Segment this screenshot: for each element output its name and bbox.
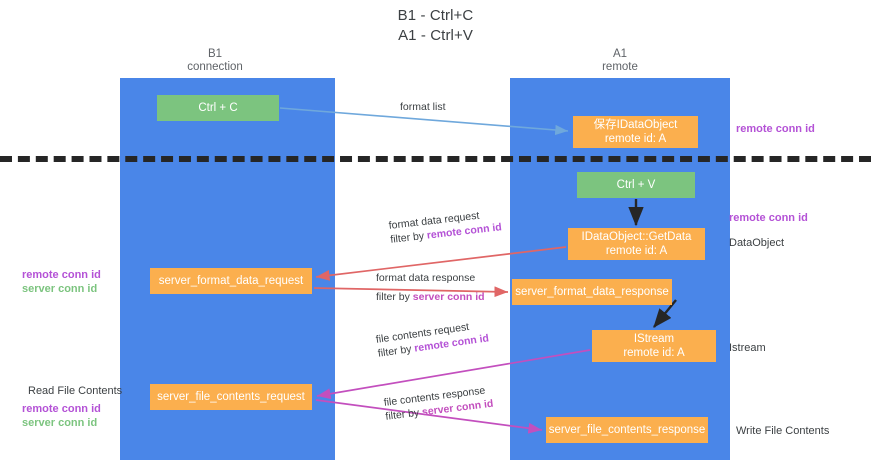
caption-left-conn-ids-2: remote conn id server conn id [22, 402, 101, 430]
node-server-file-contents-response[interactable]: server_file_contents_response [546, 417, 708, 443]
caption-dataobject: DataObject [729, 236, 784, 250]
caption-read-file-contents: Read File Contents [28, 384, 122, 398]
node-istream[interactable]: IStream remote id: A [592, 330, 716, 362]
filter-key-server-conn-id: server conn id [412, 291, 485, 303]
node-server-file-contents-request[interactable]: server_file_contents_request [150, 384, 312, 410]
caption-left-conn-ids-1: remote conn id server conn id [22, 268, 101, 296]
node-save-idataobject[interactable]: 保存IDataObject remote id: A [573, 116, 698, 148]
edge-label-format-data-response: format data response filter by server co… [376, 271, 485, 304]
edge-label-file-contents-request: file contents request filter by remote c… [375, 317, 490, 360]
edge-label-format-data-request: format data request filter by remote con… [388, 206, 502, 247]
caption-server-conn-id-text: server conn id [22, 417, 98, 429]
caption-remote-conn-id-text: remote conn id [729, 212, 808, 224]
title-line-1: B1 - Ctrl+C [397, 7, 474, 24]
node-server-format-data-request[interactable]: server_format_data_request [150, 268, 312, 294]
node-ctrl-v-line1: Ctrl + V [616, 179, 656, 191]
node-ctrl-c[interactable]: Ctrl + C [157, 95, 279, 121]
caption-istream: Istream [729, 341, 766, 355]
caption-server-conn-id-text: server conn id [22, 283, 98, 295]
node-idataobject-getdata-line1: IDataObject::GetData [581, 231, 692, 243]
title-line-2: A1 - Ctrl+V [398, 27, 473, 44]
column-header-a1: A1 remote [545, 48, 695, 74]
edge-label-format-list-text: format list [400, 101, 446, 113]
edge-label-file-contents-response: file contents response filter by server … [383, 383, 494, 424]
node-server-file-contents-response-label: server_file_contents_response [548, 424, 706, 436]
node-idataobject-getdata-line2: remote id: A [605, 245, 668, 257]
node-server-format-data-request-label: server_format_data_request [158, 275, 304, 287]
node-ctrl-c-line1: Ctrl + C [198, 102, 238, 114]
edge-label-format-data-response-filter: filter by server conn id [376, 290, 485, 304]
node-ctrl-v[interactable]: Ctrl + V [577, 172, 695, 198]
filter-prefix: filter by [384, 406, 423, 423]
node-server-format-data-response[interactable]: server_format_data_response [512, 279, 672, 305]
caption-right-remote-conn-id-1: remote conn id [736, 122, 815, 136]
filter-prefix: filter by [377, 342, 416, 360]
edge-label-format-list: format list [400, 100, 446, 114]
node-idataobject-getdata[interactable]: IDataObject::GetData remote id: A [568, 228, 705, 260]
column-header-b1-name: B1 [207, 48, 223, 60]
caption-remote-conn-id-text: remote conn id [22, 269, 101, 281]
caption-right-remote-conn-id-2: remote conn id [729, 211, 808, 225]
caption-istream-text: Istream [729, 342, 766, 354]
filter-prefix: filter by [389, 229, 428, 246]
caption-remote-conn-id-text: remote conn id [736, 123, 815, 135]
column-header-a1-role: remote [602, 61, 638, 73]
node-istream-line2: remote id: A [623, 347, 685, 359]
phase-divider [0, 156, 871, 162]
caption-write-file-contents: Write File Contents [736, 424, 829, 438]
node-save-idataobject-line2: remote id: A [604, 133, 667, 145]
filter-prefix: filter by [376, 291, 413, 303]
caption-dataobject-text: DataObject [729, 237, 785, 249]
column-header-a1-name: A1 [612, 48, 628, 60]
node-save-idataobject-line1: 保存IDataObject [593, 119, 678, 131]
node-istream-line1: IStream [633, 333, 675, 345]
node-server-format-data-response-label: server_format_data_response [515, 286, 669, 298]
edge-label-format-data-response-text: format data response [376, 272, 476, 284]
node-server-file-contents-request-label: server_file_contents_request [157, 391, 305, 403]
column-header-b1-role: connection [187, 61, 243, 73]
column-header-b1: B1 connection [145, 48, 285, 74]
caption-write-file-contents-text: Write File Contents [736, 425, 830, 437]
caption-read-file-contents-text: Read File Contents [28, 385, 123, 397]
page-title: B1 - Ctrl+C A1 - Ctrl+V [0, 6, 871, 46]
caption-remote-conn-id-text: remote conn id [22, 403, 101, 415]
